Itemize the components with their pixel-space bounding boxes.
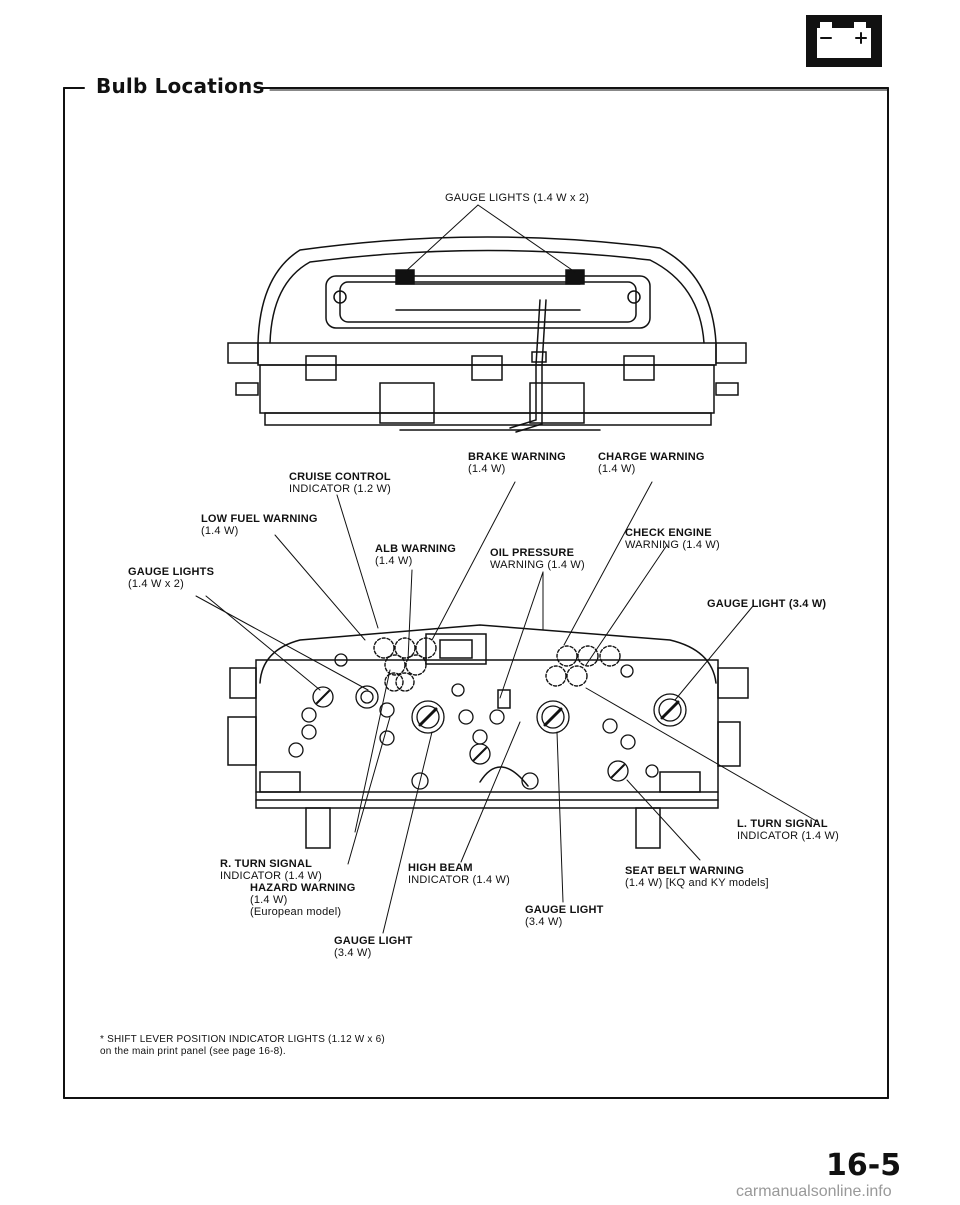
label-brake-warning-title: BRAKE WARNING (468, 451, 566, 463)
top-leader-lines (404, 204, 576, 273)
label-l-turn-signal-spec: INDICATOR (1.4 W) (737, 830, 839, 842)
footnote-line-2: on the main print panel (see page 16-8). (100, 1046, 286, 1057)
label-low-fuel: LOW FUEL WARNING (1.4 W) (201, 513, 318, 537)
label-low-fuel-spec: (1.4 W) (201, 525, 239, 537)
page-number: 16-5 (826, 1148, 902, 1183)
label-gauge-lights-left-title: GAUGE LIGHTS (128, 566, 215, 578)
label-oil-pressure-spec: WARNING (1.4 W) (490, 559, 585, 571)
label-gauge-lights-left-spec: (1.4 W x 2) (128, 578, 184, 590)
label-check-engine-spec: WARNING (1.4 W) (625, 539, 720, 551)
label-cruise-control-spec: INDICATOR (1.2 W) (289, 483, 391, 495)
label-hazard-warning: HAZARD WARNING (1.4 W) (European model) (250, 882, 355, 918)
label-hazard-warning-title: HAZARD WARNING (250, 882, 356, 894)
label-seat-belt-title: SEAT BELT WARNING (625, 865, 745, 877)
label-cruise-control: CRUISE CONTROL INDICATOR (1.2 W) (289, 471, 391, 495)
label-gauge-light-bottom-left-title: GAUGE LIGHT (334, 935, 413, 947)
section-title: Bulb Locations (96, 74, 265, 98)
label-seat-belt: SEAT BELT WARNING (1.4 W) [KQ and KY mod… (625, 865, 769, 889)
label-alb-warning-title: ALB WARNING (375, 543, 457, 555)
label-low-fuel-title: LOW FUEL WARNING (201, 513, 318, 525)
label-cruise-control-title: CRUISE CONTROL (289, 471, 391, 483)
top-cluster-drawing (227, 236, 747, 433)
label-brake-warning-spec: (1.4 W) (468, 463, 506, 475)
label-l-turn-signal-title: L. TURN SIGNAL (737, 818, 828, 830)
label-high-beam-title: HIGH BEAM (408, 862, 473, 874)
footnote-line-1: * SHIFT LEVER POSITION INDICATOR LIGHTS … (100, 1034, 385, 1045)
label-gauge-light-bottom-mid: GAUGE LIGHT (3.4 W) (525, 904, 604, 928)
label-gauge-light-bottom-mid-spec: (3.4 W) (525, 916, 563, 928)
label-gauge-light-bottom-left: GAUGE LIGHT (3.4 W) (334, 935, 413, 959)
label-hazard-warning-spec: (1.4 W) (250, 894, 288, 906)
footnote: * SHIFT LEVER POSITION INDICATOR LIGHTS … (100, 1034, 385, 1058)
label-gauge-light-right: GAUGE LIGHT (3.4 W) (707, 598, 827, 610)
label-alb-warning-spec: (1.4 W) (375, 555, 413, 567)
label-alb-warning: ALB WARNING (1.4 W) (375, 543, 456, 567)
label-high-beam: HIGH BEAM INDICATOR (1.4 W) (408, 862, 510, 886)
label-charge-warning-spec: (1.4 W) (598, 463, 636, 475)
label-charge-warning-title: CHARGE WARNING (598, 451, 705, 463)
label-brake-warning: BRAKE WARNING (1.4 W) (468, 451, 566, 475)
label-oil-pressure-title: OIL PRESSURE (490, 547, 575, 559)
watermark: carmanualsonline.info (736, 1183, 892, 1200)
battery-icon (806, 15, 882, 67)
label-check-engine-title: CHECK ENGINE (625, 527, 712, 539)
label-gauge-light-bottom-left-spec: (3.4 W) (334, 947, 372, 959)
label-r-turn-signal: R. TURN SIGNAL INDICATOR (1.4 W) (220, 858, 322, 882)
section-frame (63, 87, 889, 1099)
label-gauge-light-bottom-mid-title: GAUGE LIGHT (525, 904, 604, 916)
label-gauge-lights-left: GAUGE LIGHTS (1.4 W x 2) (128, 566, 214, 590)
label-top-gauge-lights: GAUGE LIGHTS (1.4 W x 2) (445, 192, 590, 204)
label-high-beam-spec: INDICATOR (1.4 W) (408, 874, 510, 886)
label-oil-pressure: OIL PRESSURE WARNING (1.4 W) (490, 547, 585, 571)
front-leader-lines (195, 481, 819, 934)
label-check-engine: CHECK ENGINE WARNING (1.4 W) (625, 527, 720, 551)
label-r-turn-signal-spec: INDICATOR (1.4 W) (220, 870, 322, 882)
label-r-turn-signal-title: R. TURN SIGNAL (220, 858, 313, 870)
front-cluster-drawing (227, 624, 749, 849)
label-hazard-warning-note: (European model) (250, 906, 342, 918)
label-charge-warning: CHARGE WARNING (1.4 W) (598, 451, 705, 475)
label-l-turn-signal: L. TURN SIGNAL INDICATOR (1.4 W) (737, 818, 839, 842)
label-seat-belt-spec: (1.4 W) [KQ and KY models] (625, 877, 769, 889)
